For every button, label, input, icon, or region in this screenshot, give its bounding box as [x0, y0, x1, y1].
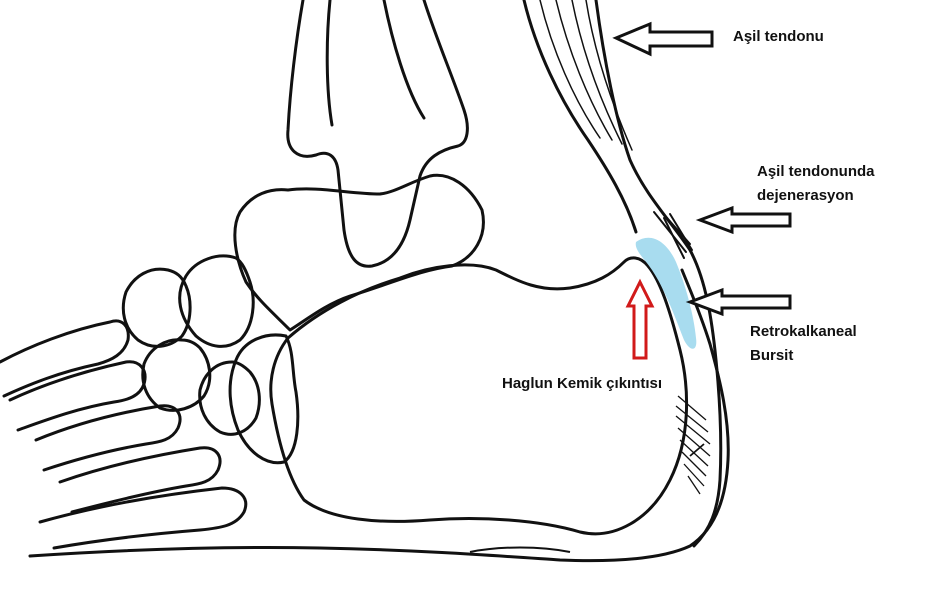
- cuboid-bone: [228, 333, 300, 465]
- metatarsal-1: [0, 319, 130, 398]
- tibia-inner-line-2: [382, 0, 426, 120]
- achilles-tendon-label: Aşil tendonu: [733, 28, 824, 45]
- cuneiform-bone-2: [141, 338, 212, 412]
- tendon-degeneration-label: Aşil tendonunda dejenerasyon: [757, 160, 875, 208]
- bursitis-line1: Retrokalkaneal: [750, 323, 857, 340]
- retrocalcaneal-bursitis-label: Retrokalkaneal Bursit: [750, 320, 857, 368]
- achilles-tendon-anterior: [522, 0, 638, 234]
- tendon-degeneration-line2: dejenerasyon: [757, 187, 854, 204]
- degeneration-fibers: [653, 209, 693, 259]
- achilles-tendon-posterior: [594, 0, 723, 548]
- retrocalcaneal-bursa: [635, 237, 697, 349]
- tendon-degeneration-line1: Aşil tendonunda: [757, 163, 875, 180]
- metatarsal-5: [38, 486, 248, 550]
- achilles-fiber-4: [585, 0, 633, 151]
- metatarsal-3: [34, 404, 182, 472]
- talus-bone: [233, 173, 485, 332]
- calcaneus-bone: [269, 256, 689, 536]
- achilles-pointer-icon: [612, 21, 714, 57]
- plantar-fascia: [469, 546, 571, 553]
- metatarsal-4: [58, 446, 222, 514]
- bursitis-pointer-icon: [685, 287, 792, 317]
- metatarsal-2: [8, 360, 147, 432]
- cuneiform-bone-3: [198, 360, 261, 436]
- achilles-fiber-3: [571, 0, 623, 145]
- cuneiform-bone-1: [121, 267, 192, 348]
- achilles-fiber-2: [555, 0, 613, 141]
- achilles-fiber-1: [539, 0, 601, 139]
- tibia-inner-line: [325, 0, 334, 127]
- bursitis-line2: Bursit: [750, 347, 794, 364]
- navicular-bone: [178, 254, 255, 348]
- degeneration-pointer-icon: [695, 205, 792, 235]
- heel-hatching: [675, 395, 711, 495]
- haglund-prominence-label: Haglun Kemik çıkıntısı: [502, 375, 663, 392]
- sole-outline: [28, 268, 730, 563]
- tibia-bone: [286, 0, 469, 268]
- haglund-pointer-icon: [625, 278, 655, 360]
